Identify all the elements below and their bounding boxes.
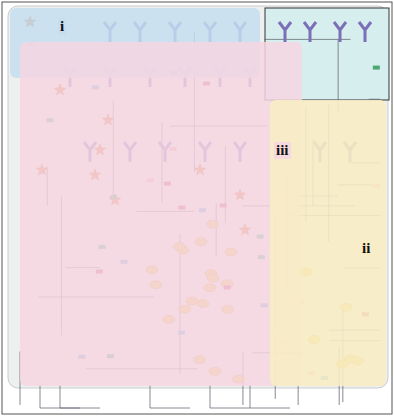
region-label: ii bbox=[360, 240, 372, 257]
receptor-symbol bbox=[359, 22, 371, 42]
pathway-wire bbox=[60, 385, 100, 408]
pathway-wire bbox=[264, 39, 350, 40]
receptor-symbol bbox=[279, 22, 291, 42]
pathway-wire bbox=[210, 385, 250, 408]
region-label: i bbox=[58, 18, 66, 35]
region-label: iii bbox=[274, 142, 291, 159]
receptor-symbol bbox=[304, 22, 316, 42]
receptor-symbol bbox=[334, 22, 346, 42]
pathway-wire bbox=[250, 385, 290, 408]
diagram-ground bbox=[8, 6, 388, 388]
pathway-wire bbox=[150, 385, 190, 408]
pathway-region: iii bbox=[20, 42, 302, 386]
molecule-symbol bbox=[373, 66, 380, 70]
